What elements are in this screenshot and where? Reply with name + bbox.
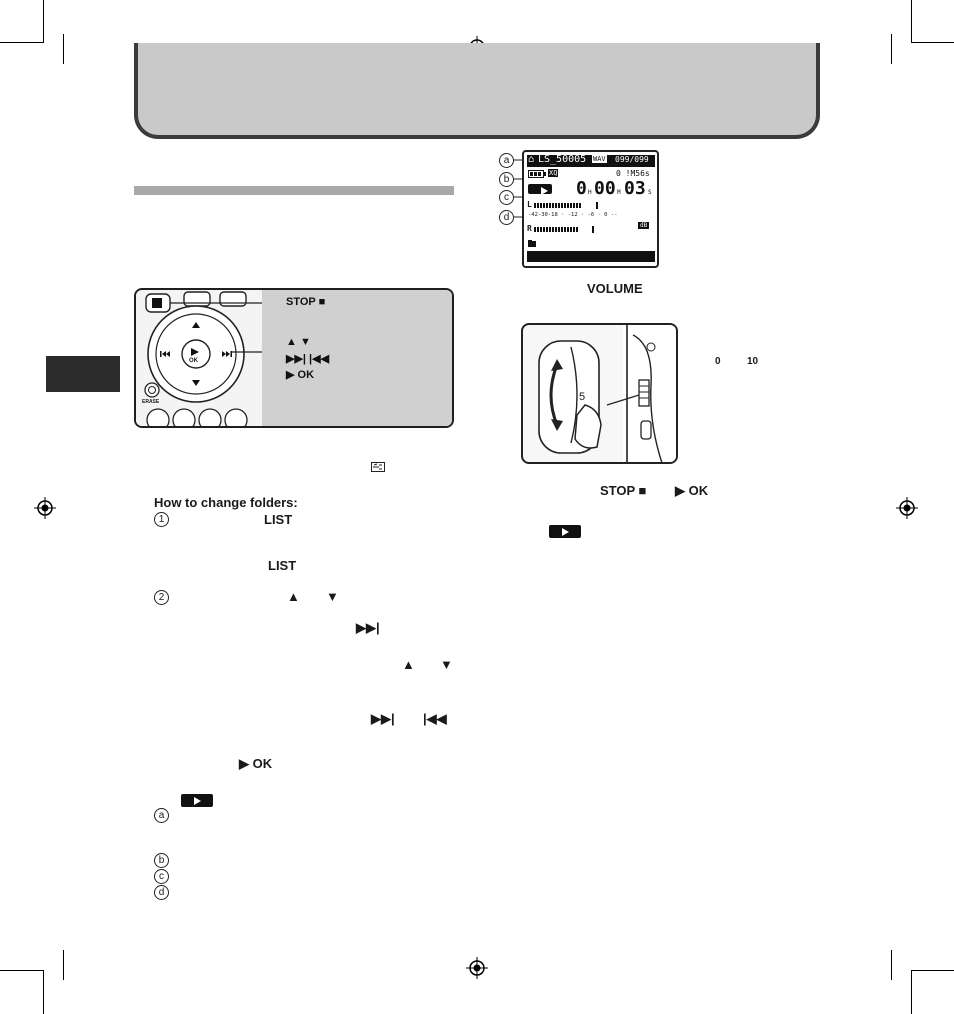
crop-mark xyxy=(891,34,892,64)
lcd-file-counter: 099/099 xyxy=(615,155,649,164)
lcd-hour-unit: H xyxy=(588,189,592,196)
step-2-marker: 2 xyxy=(154,590,169,605)
ok-key-label: ▶ OK xyxy=(675,483,709,498)
crop-mark xyxy=(63,950,64,980)
folders-heading: How to change folders: xyxy=(154,495,298,510)
volume-dial-illustration: 5 xyxy=(521,323,678,464)
chapter-tab xyxy=(46,356,120,392)
lcd-db-unit: dB xyxy=(638,222,650,229)
legend-b: b xyxy=(154,853,169,868)
dial-mark-label: 5 xyxy=(579,391,586,403)
stop-key-label: STOP ■ xyxy=(600,483,647,498)
ok-label: ▶ OK xyxy=(286,369,315,381)
fast-forward-icon: ▶▶| xyxy=(356,620,380,635)
device-control-panel: OK ERASE STOP ■ ▲ ▼ ▶▶| |◀◀ ▶ OK xyxy=(134,288,454,428)
up-arrow-icon-2: ▲ xyxy=(402,657,415,672)
up-down-label: ▲ ▼ xyxy=(286,336,311,348)
down-arrow-icon: ▼ xyxy=(326,589,339,604)
crop-mark xyxy=(0,970,43,971)
legend-d: d xyxy=(154,885,169,900)
volume-dial-drawing xyxy=(538,325,676,462)
volume-label: VOLUME xyxy=(587,281,643,296)
registration-mark-icon xyxy=(466,957,488,979)
lcd-filename: LS_50005 xyxy=(538,154,587,165)
crop-mark xyxy=(891,950,892,980)
registration-mark-icon xyxy=(34,497,56,519)
callout-d: d xyxy=(499,210,514,225)
ok-key-label-2: ▶ OK xyxy=(239,756,273,771)
erase-label: ERASE xyxy=(142,399,160,405)
crop-mark xyxy=(911,0,912,43)
lcd-play-indicator xyxy=(528,184,552,195)
reference-hand-icon xyxy=(371,462,385,472)
lcd-display: ⌂ LS_50005 WAV 099/099 XQ 0 !M56s 0 H 00… xyxy=(522,150,659,268)
legend-a: a xyxy=(154,808,169,823)
lcd-peak-right xyxy=(592,226,594,233)
lock-icon: ⌂ xyxy=(528,154,535,165)
lcd-format: WAV xyxy=(592,155,607,163)
ok-center-label: OK xyxy=(189,358,198,364)
lcd-channel-left: L xyxy=(527,200,532,209)
list-key-label: LIST xyxy=(264,512,293,527)
crop-mark xyxy=(0,42,43,43)
rewind-icon: |◀◀ xyxy=(423,711,447,726)
legend-c: c xyxy=(154,869,169,884)
volume-max: 10 xyxy=(747,356,759,367)
list-key-label-2: LIST xyxy=(268,558,297,573)
lcd-db-scale: -42-30-18 · -12 · -6 · 0 -- xyxy=(528,212,618,218)
crop-mark xyxy=(43,970,44,1014)
lcd-minute-unit: M xyxy=(617,189,621,196)
down-arrow-icon-2: ▼ xyxy=(440,657,453,672)
lcd-minute: 00 xyxy=(594,178,616,199)
up-arrow-icon: ▲ xyxy=(287,589,300,604)
play-indicator-icon xyxy=(549,525,581,538)
battery-icon xyxy=(528,170,546,178)
crop-mark xyxy=(63,34,64,64)
lcd-level-meter-left xyxy=(534,203,582,208)
lcd-hour: 0 xyxy=(576,178,587,199)
crop-mark xyxy=(911,970,954,971)
registration-mark-icon xyxy=(896,497,918,519)
crop-mark xyxy=(911,42,954,43)
lcd-second: 03 xyxy=(624,178,646,199)
stop-button-label: STOP ■ xyxy=(286,296,326,308)
crop-mark xyxy=(43,0,44,43)
callout-a: a xyxy=(499,153,514,168)
lcd-title-bar xyxy=(527,155,655,167)
device-buttons-illustration xyxy=(136,290,262,426)
step-1-marker: 1 xyxy=(154,512,169,527)
crop-mark xyxy=(911,970,912,1014)
lcd-channel-right: R xyxy=(527,224,532,233)
lcd-second-unit: S xyxy=(648,189,652,196)
fast-forward-icon-2: ▶▶| xyxy=(371,711,395,726)
lcd-rec-mode: XQ xyxy=(548,169,559,177)
skip-label: ▶▶| |◀◀ xyxy=(286,353,330,365)
callout-c: c xyxy=(499,190,514,205)
panel-label-area: STOP ■ ▲ ▼ ▶▶| |◀◀ ▶ OK xyxy=(262,290,452,426)
folder-icon xyxy=(528,240,536,247)
lcd-level-meter-right xyxy=(534,227,578,232)
play-indicator-icon-2 xyxy=(181,794,213,807)
section-divider xyxy=(134,186,454,195)
lcd-peak-left xyxy=(596,202,598,209)
lcd-remaining-time: 0 !M56s xyxy=(616,169,650,178)
header-band xyxy=(134,43,820,139)
volume-min: 0 xyxy=(715,356,721,367)
lcd-status-bar xyxy=(527,251,655,262)
callout-b: b xyxy=(499,172,514,187)
